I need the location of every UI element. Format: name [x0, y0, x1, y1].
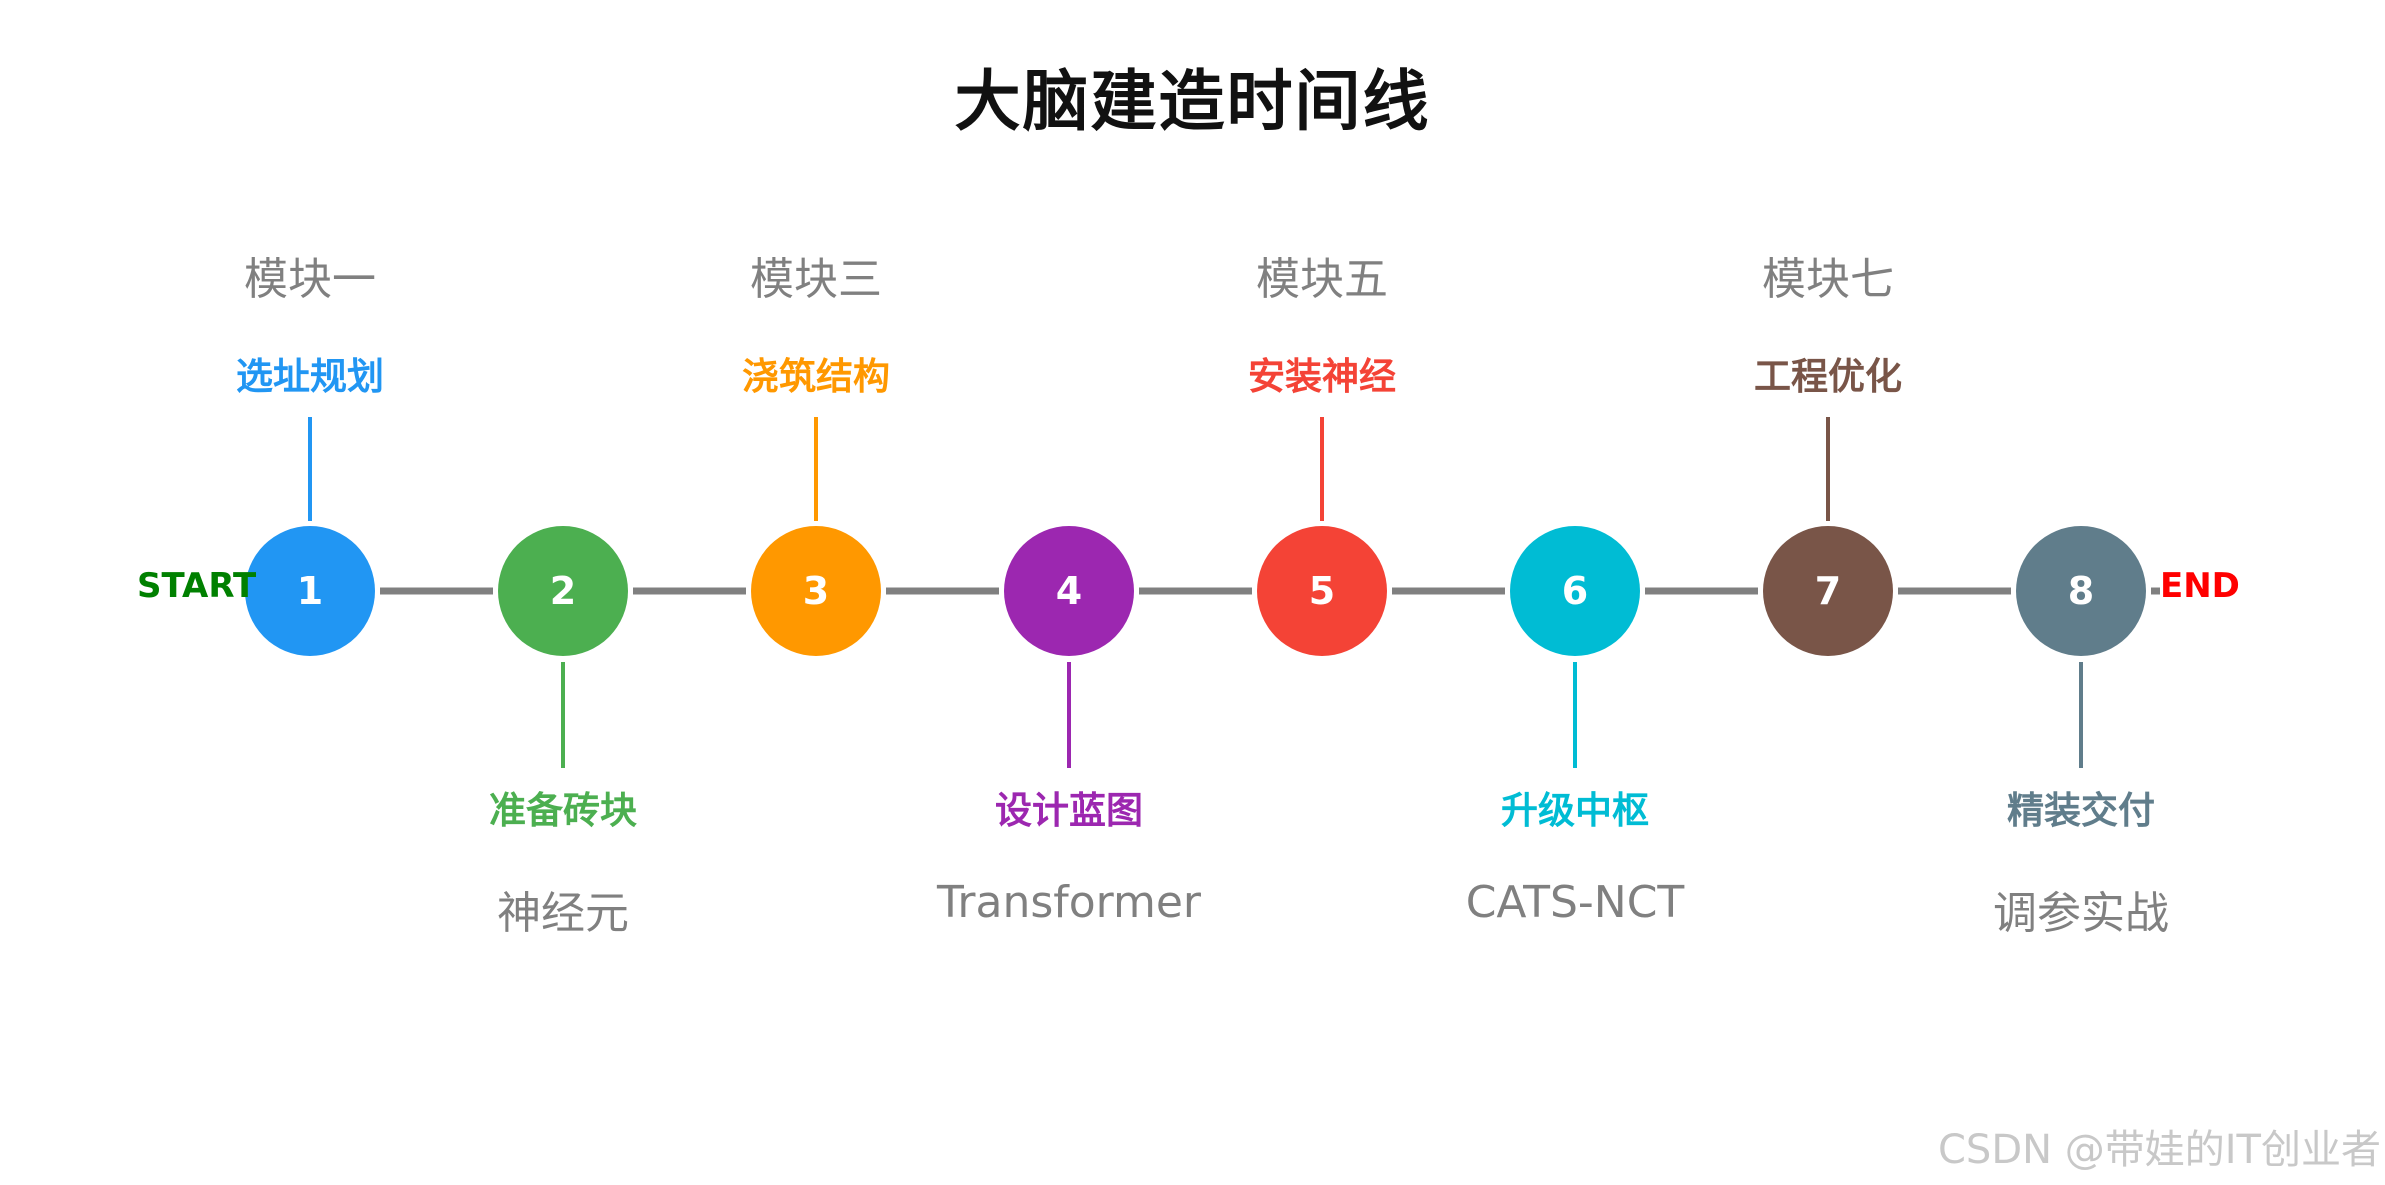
node-circle	[751, 526, 881, 656]
start-label: START	[137, 566, 257, 606]
watermark: CSDN @带娃的IT创业者	[1938, 1127, 2381, 1173]
node-number: 4	[1055, 569, 1083, 613]
node-number: 6	[1561, 569, 1589, 613]
node-circle	[1510, 526, 1640, 656]
node-tag: 工程优化	[1754, 355, 1902, 398]
node-module: 模块三	[750, 254, 882, 305]
node-tag: 准备砖块	[489, 789, 637, 832]
node-module: Transformer	[936, 877, 1202, 928]
node-number: 7	[1814, 569, 1842, 613]
node-circle	[2016, 526, 2146, 656]
page-title: 大脑建造时间线	[954, 63, 1431, 140]
node-circle	[1004, 526, 1134, 656]
node-module: 调参实战	[1993, 888, 2169, 939]
node-number: 5	[1308, 569, 1336, 613]
end-label: END	[2160, 566, 2240, 606]
node-tag: 升级中枢	[1501, 789, 1649, 832]
node-module: 神经元	[497, 888, 629, 939]
node-tag: 设计蓝图	[995, 789, 1143, 832]
node-number: 3	[802, 569, 830, 613]
node-tag: 精装交付	[2007, 789, 2155, 832]
node-circle	[1257, 526, 1387, 656]
node-module: 模块五	[1256, 254, 1388, 305]
node-module: 模块七	[1762, 254, 1894, 305]
node-circle	[1763, 526, 1893, 656]
node-number: 8	[2067, 569, 2095, 613]
node-number: 2	[549, 569, 577, 613]
node-circle	[245, 526, 375, 656]
node-tag: 浇筑结构	[742, 355, 890, 398]
node-number: 1	[296, 569, 324, 613]
node-module: CATS-NCT	[1465, 877, 1685, 928]
node-tag: 安装神经	[1248, 355, 1396, 398]
node-tag: 选址规划	[236, 355, 384, 398]
node-circle	[498, 526, 628, 656]
node-module: 模块一	[244, 254, 376, 305]
